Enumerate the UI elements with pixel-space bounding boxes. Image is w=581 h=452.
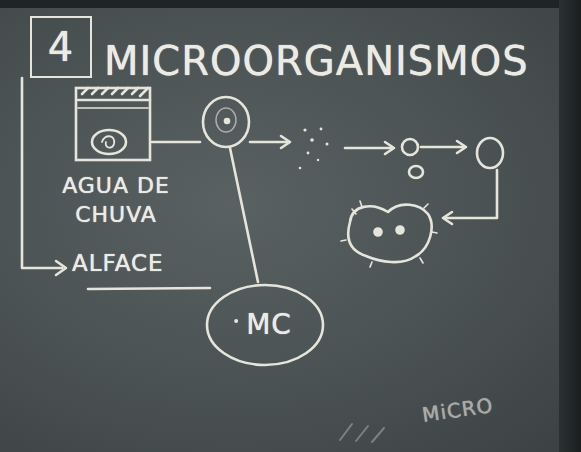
chalk-line (250, 141, 288, 144)
container-drawing (52, 86, 180, 170)
blob-dot (375, 229, 382, 236)
small-cell (402, 139, 418, 155)
title: MICROORGANISMOS (104, 38, 529, 84)
chalk-line (152, 141, 200, 144)
label-holder: AGUA DE CHUVA (52, 172, 180, 229)
chalk-smudge (340, 424, 384, 442)
cell-oval (203, 97, 249, 147)
arrow-head (281, 136, 290, 148)
chalk-line (230, 148, 258, 282)
chalk-line (445, 170, 497, 218)
chalk-line (345, 147, 392, 150)
lettuce-label: ALFACE (72, 250, 164, 276)
mc-oval: MC (205, 283, 325, 367)
board-frame (559, 0, 581, 452)
grown-cell (477, 138, 503, 168)
board-frame (0, 0, 581, 8)
blob-fringe (341, 201, 437, 267)
amoeba-blob (348, 205, 431, 262)
arrow-head (56, 261, 66, 275)
small-cell (409, 166, 423, 178)
oval-inner: MC (246, 307, 292, 343)
blob-dot (397, 227, 404, 234)
callout-number: 4 (48, 21, 74, 73)
spore-dots (299, 128, 329, 170)
bracket-line (22, 78, 62, 268)
cell-nucleus (216, 108, 236, 132)
number-box: 4 (30, 16, 92, 78)
arrow-head (457, 141, 466, 153)
arrow-head (443, 212, 452, 224)
node-label: AGUA DE CHUVA (52, 172, 180, 229)
chalk-line (421, 146, 464, 149)
faint-word: MiCRO (421, 393, 495, 427)
rainwater-container: AGUA DE CHUVA (52, 86, 180, 233)
oval-label: MC (246, 307, 292, 343)
cell-dot (225, 119, 229, 123)
underline (88, 288, 210, 289)
arrow-head (385, 142, 394, 154)
